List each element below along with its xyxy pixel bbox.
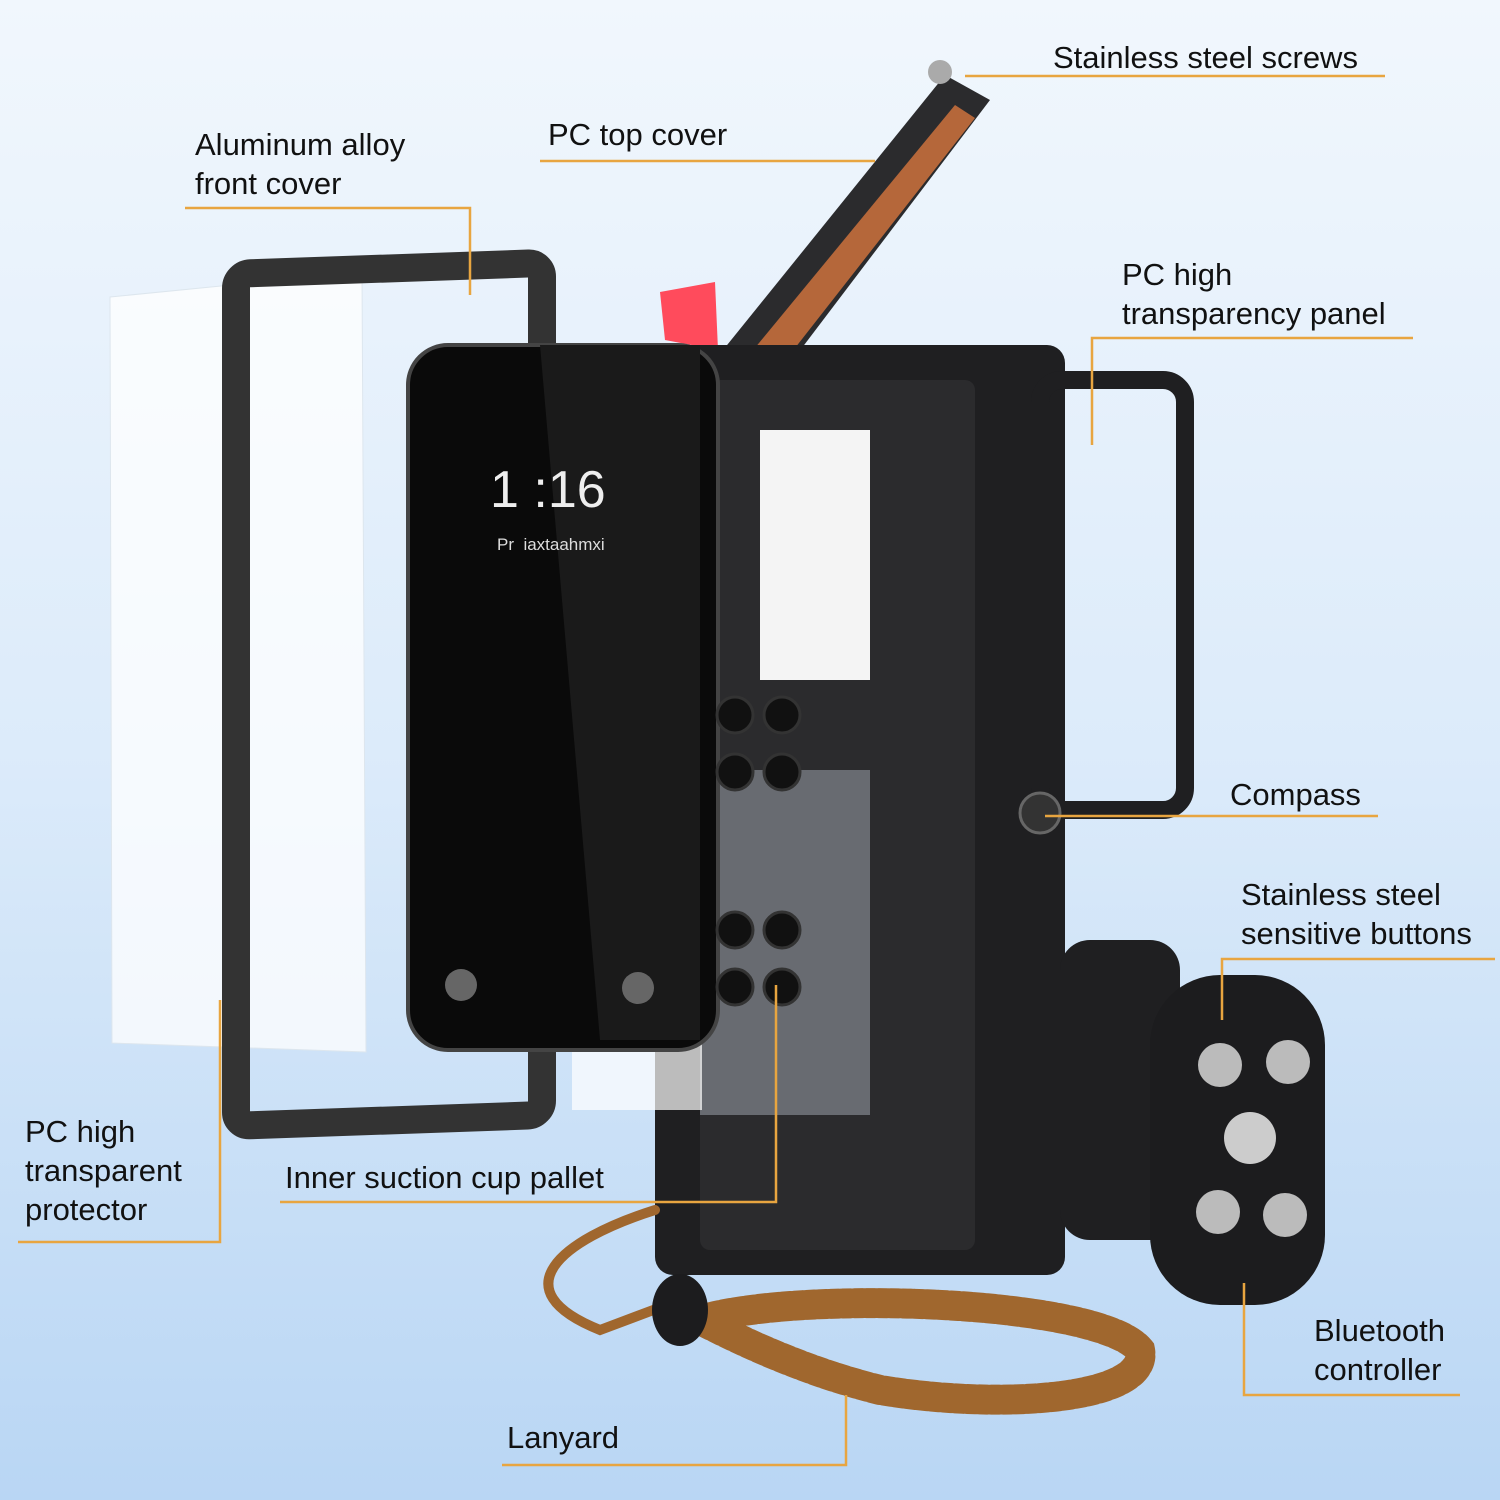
screw xyxy=(928,60,952,84)
label-pc-transparency-panel: PC high transparency panel xyxy=(1122,257,1386,331)
compass xyxy=(1018,791,1062,835)
phone xyxy=(406,343,720,1052)
lanyard xyxy=(543,1205,1156,1415)
label-bluetooth-controller: Bluetooth controller xyxy=(1314,1313,1445,1387)
leader-lines xyxy=(18,74,1495,1467)
pc-top-cover xyxy=(660,60,990,390)
phone-screen-text: Pr iaxtaahmxi xyxy=(497,535,605,554)
label-aluminum-front-cover: Aluminum alloy front cover xyxy=(195,127,406,201)
handle-frame xyxy=(1031,371,1194,819)
label-suction-cup-pallet: Inner suction cup pallet xyxy=(285,1160,604,1195)
pc-transparency-panel xyxy=(760,430,870,680)
phone-clock: 1 :16 xyxy=(490,461,606,519)
label-stainless-steel-screws: Stainless steel screws xyxy=(1053,40,1358,75)
label-compass: Compass xyxy=(1230,777,1361,812)
label-sensitive-buttons: Stainless steel sensitive buttons xyxy=(1241,877,1472,951)
bluetooth-controller xyxy=(1150,975,1325,1305)
label-pc-top-cover: PC top cover xyxy=(548,117,728,152)
label-lanyard: Lanyard xyxy=(507,1420,620,1455)
suction-cups xyxy=(715,695,802,1007)
label-transparent-protector: PC high transparent protector xyxy=(25,1114,182,1227)
